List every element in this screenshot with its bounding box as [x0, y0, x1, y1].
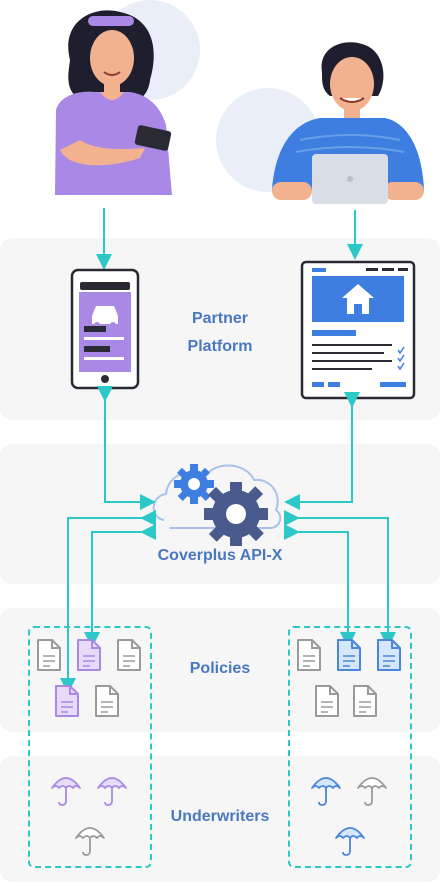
- document-icon: [337, 639, 361, 671]
- arrow-api-right-policy-2: [284, 524, 356, 648]
- woman-illustration: [55, 0, 200, 195]
- document-icon: [297, 639, 321, 671]
- umbrella-icon: [75, 827, 105, 856]
- umbrella-icon: [357, 777, 387, 806]
- api-cloud-gears: [152, 464, 282, 546]
- right-insurer-group: [288, 626, 412, 868]
- document-icon: [353, 685, 377, 717]
- gear-icon: [174, 464, 214, 504]
- cloud-icon: [152, 464, 282, 529]
- underwriters-label: Underwriters: [170, 808, 270, 825]
- left-insurer-group: [28, 626, 152, 868]
- partner-platform-label-line1: Partner: [191, 310, 249, 327]
- document-icon: [37, 639, 61, 671]
- document-icon: [117, 639, 141, 671]
- document-icon: [77, 639, 101, 671]
- underwriters-band: [0, 756, 440, 882]
- umbrella-icon: [311, 777, 341, 806]
- arrow-api-left-policy-2: [84, 524, 156, 648]
- document-icon: [55, 685, 79, 717]
- partner-platform-label-line2: Platform: [187, 338, 253, 355]
- arrow-api-left-policy-1: [60, 510, 156, 694]
- document-icon: [95, 685, 119, 717]
- arrow-browser-api: [284, 392, 360, 510]
- api-label: Coverplus API-X: [157, 547, 283, 564]
- umbrella-icon: [335, 827, 365, 856]
- document-icon: [377, 639, 401, 671]
- partner-platform-label: Partner Platform: [170, 305, 270, 361]
- umbrella-icon: [97, 777, 127, 806]
- home-icon: [342, 284, 374, 314]
- arrow-phone-api: [97, 386, 156, 510]
- man-illustration: [216, 42, 424, 204]
- smartphone-icon: [70, 268, 140, 390]
- umbrella-icon: [51, 777, 81, 806]
- document-icon: [315, 685, 339, 717]
- gear-icon: [204, 482, 268, 546]
- arrow-api-right-policy-1: [284, 510, 396, 648]
- policies-label: Policies: [189, 660, 251, 677]
- browser-window-icon: [300, 260, 416, 400]
